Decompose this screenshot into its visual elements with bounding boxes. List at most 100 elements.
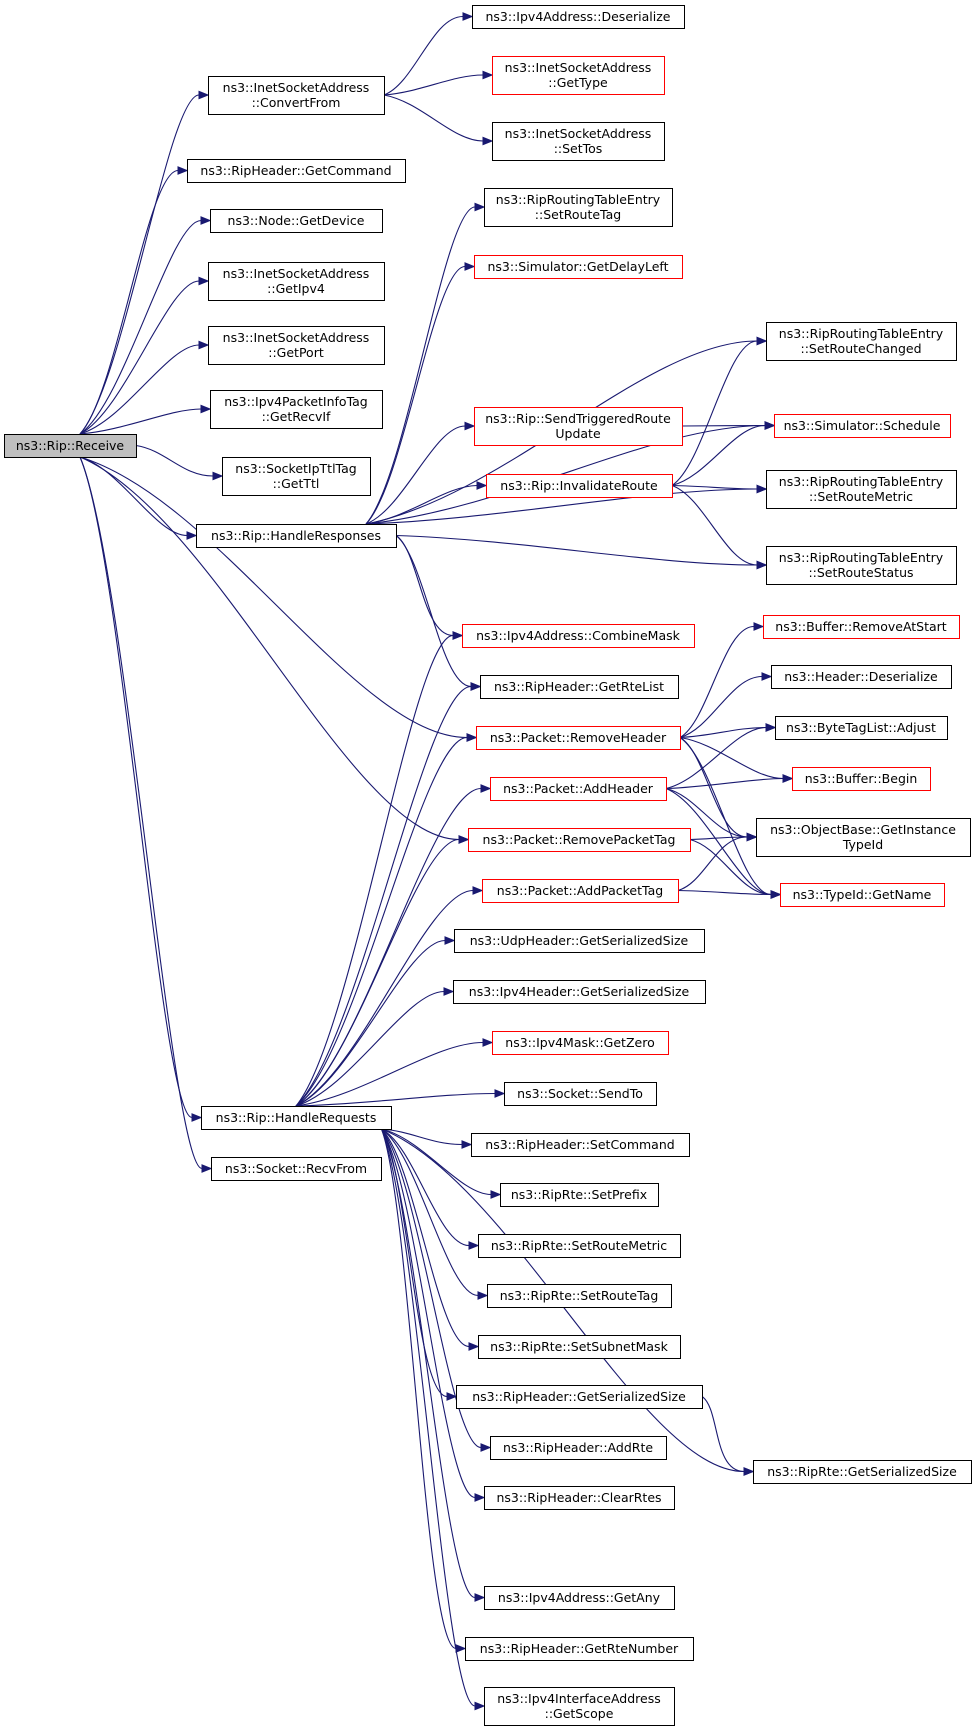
node-schedule[interactable]: ns3::Simulator::Schedule (774, 414, 951, 438)
edge-convertfrom-to-settos (383, 94, 494, 146)
node-convertfrom[interactable]: ns3::InetSocketAddress::ConvertFrom (208, 76, 385, 115)
edge-handleresponses-to-getrtelist (395, 535, 482, 691)
node-headerdeserialize[interactable]: ns3::Header::Deserialize (771, 665, 952, 689)
node-box (486, 474, 673, 498)
edge-handleresponses-to-setroutetag_rte (365, 202, 486, 525)
edge-handlerequests-to-removepackettag (295, 835, 470, 1107)
node-getname[interactable]: ns3::TypeId::GetName (780, 883, 945, 907)
node-label: ns3::Ipv4Address::CombineMask (476, 628, 681, 643)
node-recvfrom[interactable]: ns3::Socket::RecvFrom (211, 1157, 382, 1181)
node-getrtenumber[interactable]: ns3::RipHeader::GetRteNumber (465, 1637, 694, 1661)
edge-handleresponses-to-combinemask (395, 535, 464, 640)
node-box (775, 716, 948, 740)
node-getdelayleft[interactable]: ns3::Simulator::GetDelayLeft (474, 255, 683, 279)
node-combinemask[interactable]: ns3::Ipv4Address::CombineMask (462, 624, 695, 648)
node-label: Update (555, 426, 601, 441)
node-getrtelist[interactable]: ns3::RipHeader::GetRteList (480, 675, 679, 699)
node-setsubnetmask[interactable]: ns3::RipRte::SetSubnetMask (478, 1335, 681, 1359)
node-rteserialsize[interactable]: ns3::RipRte::GetSerializedSize (753, 1460, 972, 1484)
node-rte-setroutetag[interactable]: ns3::RipRte::SetRouteTag (487, 1284, 672, 1308)
node-getdevice[interactable]: ns3::Node::GetDevice (210, 209, 383, 233)
node-label: ns3::RipHeader::SetCommand (485, 1137, 674, 1152)
node-getany[interactable]: ns3::Ipv4Address::GetAny (484, 1586, 675, 1610)
node-getrecvif[interactable]: ns3::Ipv4PacketInfoTag::GetRecvIf (210, 390, 383, 429)
node-invalidateroute[interactable]: ns3::Rip::InvalidateRoute (486, 474, 673, 498)
edge-removeheader-to-bufferbegin (679, 736, 794, 783)
node-setroutetag-rte[interactable]: ns3::RipRoutingTableEntry::SetRouteTag (484, 188, 673, 227)
node-bufferbegin[interactable]: ns3::Buffer::Begin (792, 767, 931, 791)
node-box (766, 470, 957, 509)
node-setroutechanged[interactable]: ns3::RipRoutingTableEntry::SetRouteChang… (766, 322, 957, 361)
node-label: ns3::RipHeader::GetRteNumber (480, 1641, 679, 1656)
node-box (465, 1637, 694, 1661)
node-ipv4serialsize[interactable]: ns3::Ipv4Header::GetSerializedSize (453, 980, 706, 1004)
node-label: ns3::RipRte::GetSerializedSize (767, 1464, 957, 1479)
node-clearrtes[interactable]: ns3::RipHeader::ClearRtes (484, 1486, 675, 1510)
node-bytetagadjust[interactable]: ns3::ByteTagList::Adjust (775, 716, 948, 740)
node-label: ns3::InetSocketAddress (505, 60, 652, 75)
node-setcommand[interactable]: ns3::RipHeader::SetCommand (471, 1133, 690, 1157)
edge-handlerequests-to-sendto (295, 1089, 506, 1107)
node-box (780, 883, 945, 907)
node-sendto[interactable]: ns3::Socket::SendTo (504, 1082, 657, 1106)
edge-handlerequests-to-addpackettag (295, 886, 484, 1107)
node-setprefix[interactable]: ns3::RipRte::SetPrefix (500, 1183, 659, 1207)
node-receive[interactable]: ns3::Rip::Receive (4, 434, 137, 458)
node-setroutestatus[interactable]: ns3::RipRoutingTableEntry::SetRouteStatu… (766, 546, 957, 585)
node-removepackettag[interactable]: ns3::Packet::RemovePacketTag (468, 828, 691, 852)
node-ripheaderserial[interactable]: ns3::RipHeader::GetSerializedSize (456, 1385, 703, 1409)
edge-handlerequests-to-setcommand (381, 1128, 473, 1149)
node-box (208, 262, 385, 301)
node-addrte[interactable]: ns3::RipHeader::AddRte (490, 1436, 667, 1460)
node-box (490, 777, 667, 801)
node-handlerequests[interactable]: ns3::Rip::HandleRequests (201, 1106, 392, 1130)
edge-removeheader-to-headerdeserialize (679, 672, 773, 739)
node-label: ::ConvertFrom (252, 95, 341, 110)
edge-receive-to-getdevice (79, 216, 212, 435)
node-label: ::SetRouteChanged (800, 341, 921, 356)
node-getzero[interactable]: ns3::Ipv4Mask::GetZero (492, 1031, 669, 1055)
node-getttl[interactable]: ns3::SocketIpTtlTag::GetTtl (222, 457, 371, 496)
node-box (487, 1284, 672, 1308)
node-getcommand[interactable]: ns3::RipHeader::GetCommand (187, 159, 406, 183)
node-addpackettag[interactable]: ns3::Packet::AddPacketTag (482, 879, 679, 903)
node-gettype[interactable]: ns3::InetSocketAddress::GetType (492, 56, 665, 95)
node-box (208, 76, 385, 115)
node-label: ns3::InetSocketAddress (505, 126, 652, 141)
node-settos[interactable]: ns3::InetSocketAddress::SetTos (492, 122, 665, 161)
node-removeheader[interactable]: ns3::Packet::RemoveHeader (476, 726, 681, 750)
edge-receive-to-handlerequests (79, 456, 203, 1122)
node-box (210, 390, 383, 429)
node-box (500, 1183, 659, 1207)
node-box (454, 929, 705, 953)
node-udpserialsize[interactable]: ns3::UdpHeader::GetSerializedSize (454, 929, 705, 953)
edge-invalidateroute-to-setroutechanged (671, 336, 768, 486)
edge-handlerequests-to-getscope (380, 1128, 486, 1711)
edge-addheader-to-bufferbegin (665, 774, 794, 790)
edge-handlerequests-to-combinemask (295, 631, 464, 1107)
node-label: ns3::RipRte::SetPrefix (511, 1187, 647, 1202)
edge-handlerequests-to-getany (381, 1128, 486, 1602)
edge-convertfrom-to-gettype (383, 70, 494, 96)
edge-handlerequests-to-rte_setroutemetric (381, 1128, 480, 1250)
node-rte-setroutemetric[interactable]: ns3::RipRte::SetRouteMetric (478, 1234, 681, 1258)
node-box (492, 56, 665, 95)
node-deserialize[interactable]: ns3::Ipv4Address::Deserialize (472, 5, 685, 29)
node-label: ::SetRouteMetric (809, 489, 913, 504)
node-label: ::SetRouteStatus (808, 565, 913, 580)
node-box (208, 326, 385, 365)
node-handleresponses[interactable]: ns3::Rip::HandleResponses (196, 524, 397, 548)
node-removeatstart[interactable]: ns3::Buffer::RemoveAtStart (763, 615, 960, 639)
node-setroutemetric-rte[interactable]: ns3::RipRoutingTableEntry::SetRouteMetri… (766, 470, 957, 509)
edge-receive-to-convertfrom (79, 90, 210, 435)
node-getipv4[interactable]: ns3::InetSocketAddress::GetIpv4 (208, 262, 385, 301)
edge-handlerequests-to-setsubnetmask (381, 1128, 480, 1351)
edge-receive-to-removeheader (79, 456, 478, 742)
node-getscope[interactable]: ns3::Ipv4InterfaceAddress::GetScope (484, 1687, 675, 1726)
node-addheader[interactable]: ns3::Packet::AddHeader (490, 777, 667, 801)
node-getport[interactable]: ns3::InetSocketAddress::GetPort (208, 326, 385, 365)
edge-handlerequests-to-addrte (381, 1128, 492, 1452)
node-label: ::GetIpv4 (267, 281, 325, 296)
